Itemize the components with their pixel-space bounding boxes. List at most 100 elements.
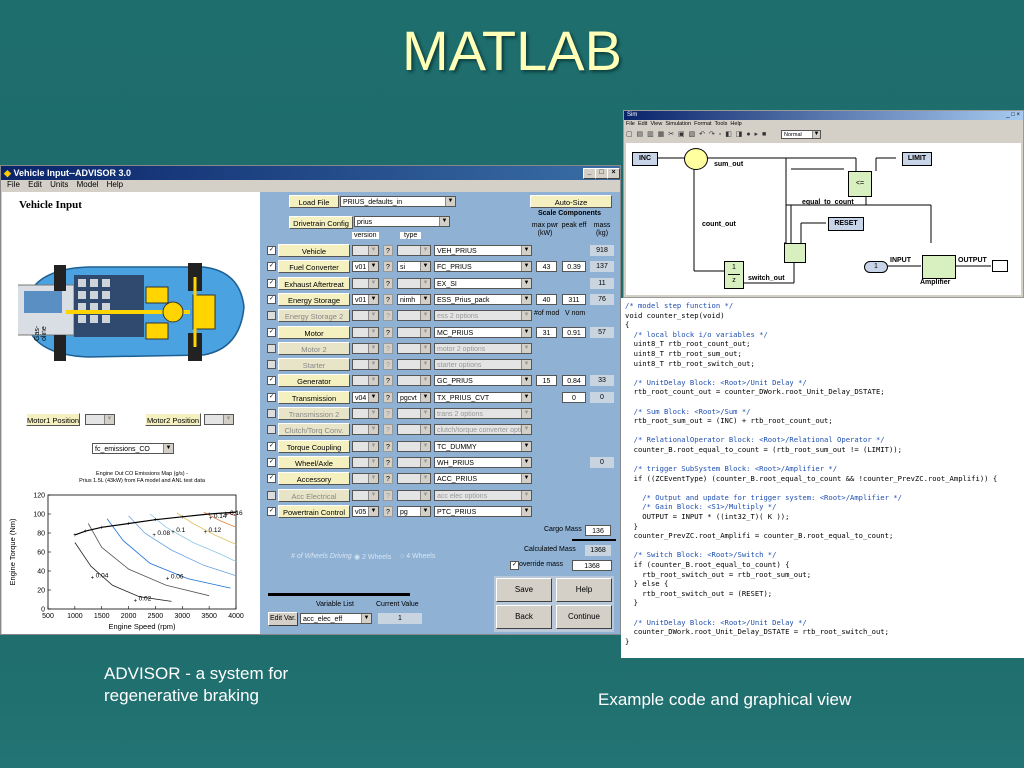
load-file-button[interactable]: Load File [289,195,339,208]
max-pwr-input[interactable]: 31 [536,327,557,338]
component-select[interactable]: MC_PRIUS▼ [434,327,532,338]
component-button[interactable]: Wheel/Axle [278,456,350,469]
unit-delay-block[interactable]: 1 z [724,261,744,289]
continue-button[interactable]: Continue [556,605,612,629]
sim-menu-simulation[interactable]: Simulation [665,121,692,127]
component-button[interactable]: Clutch/Torq Conv. [278,423,350,436]
amplifier-block[interactable] [922,255,956,279]
component-button[interactable]: Energy Storage [278,293,350,306]
component-select[interactable]: FC_PRIUS▼ [434,261,532,272]
version-select[interactable]: ▼ [352,408,379,419]
type-select[interactable]: pg▼ [397,506,431,517]
help-query-button[interactable]: ? [383,490,393,501]
help-query-button[interactable]: ? [383,473,393,484]
component-checkbox[interactable]: ✓ [267,507,276,516]
max-pwr-input[interactable]: 15 [536,375,557,386]
motor2-position-select[interactable]: ▼ [204,414,234,425]
relational-operator-block[interactable]: <= [848,171,872,197]
help-query-button[interactable]: ? [383,375,393,386]
simulation-mode-select[interactable]: Normal▼ [781,130,821,139]
help-query-button[interactable]: ? [383,327,393,338]
motor1-position-select[interactable]: ▼ [85,414,115,425]
component-select[interactable]: motor 2 options▼ [434,343,532,354]
version-select[interactable]: ▼ [352,245,379,256]
peak-eff-input[interactable]: 0.39 [562,261,586,272]
component-checkbox[interactable] [267,409,276,418]
version-select[interactable]: ▼ [352,359,379,370]
simulink-toolbar[interactable]: ▢ ▤ ▥ ▦ ✂ ▣ ▧ ↶ ↷ ▫ ◧ ◨ ● ▸ ■ [626,131,768,138]
version-select[interactable]: ▼ [352,424,379,435]
close-icon[interactable]: × [607,168,620,179]
component-checkbox[interactable]: ✓ [267,295,276,304]
component-button[interactable]: Torque Coupling [278,440,350,453]
help-query-button[interactable]: ? [383,261,393,272]
sim-menu-help[interactable]: Help [730,121,742,127]
component-button[interactable]: Powertrain Control [278,505,350,518]
version-select[interactable]: ▼ [352,473,379,484]
back-button[interactable]: Back [496,605,552,629]
menu-edit[interactable]: Edit [28,180,42,189]
type-select[interactable]: ▼ [397,473,431,484]
type-select[interactable]: ▼ [397,408,431,419]
component-button[interactable]: Energy Storage 2 [278,309,350,322]
component-checkbox[interactable] [267,491,276,500]
component-checkbox[interactable]: ✓ [267,442,276,451]
component-select[interactable]: GC_PRIUS▼ [434,375,532,386]
type-select[interactable]: pgcvt▼ [397,392,431,403]
component-select[interactable]: trans 2 options▼ [434,408,532,419]
version-select[interactable]: ▼ [352,375,379,386]
type-select[interactable]: ▼ [397,310,431,321]
menu-file[interactable]: File [7,180,20,189]
help-query-button[interactable]: ? [383,506,393,517]
sum-block[interactable] [684,148,708,170]
type-select[interactable]: ▼ [397,343,431,354]
component-button[interactable]: Acc Electrical [278,489,350,502]
type-select[interactable]: ▼ [397,490,431,501]
help-query-button[interactable]: ? [383,457,393,468]
version-select[interactable]: v01▼ [352,294,379,305]
type-select[interactable]: ▼ [397,424,431,435]
sim-menu-file[interactable]: File [626,121,635,127]
version-select[interactable]: ▼ [352,310,379,321]
component-checkbox[interactable]: ✓ [267,279,276,288]
override-mass-input[interactable]: 1368 [572,560,612,571]
sim-menu-tools[interactable]: Tools [714,121,728,127]
type-select[interactable]: ▼ [397,245,431,256]
version-select[interactable]: ▼ [352,343,379,354]
version-select[interactable]: v01▼ [352,261,379,272]
component-checkbox[interactable]: ✓ [267,458,276,467]
version-select[interactable]: ▼ [352,278,379,289]
peak-eff-input[interactable]: 0.84 [562,375,586,386]
save-button[interactable]: Save [496,578,552,602]
help-button[interactable]: Help [556,578,612,602]
motor1-position-button[interactable]: Motor1 Position [26,413,80,426]
version-select[interactable]: ▼ [352,441,379,452]
inport-block[interactable]: 1 [864,261,888,273]
component-select[interactable]: PTC_PRIUS▼ [434,506,532,517]
component-checkbox[interactable] [267,425,276,434]
menu-model[interactable]: Model [76,180,99,189]
component-select[interactable]: ESS_Prius_pack▼ [434,294,532,305]
auto-size-button[interactable]: Auto-Size [530,195,612,208]
type-select[interactable]: ▼ [397,278,431,289]
peak-eff-input[interactable]: 311 [562,294,586,305]
component-button[interactable]: Starter [278,358,350,371]
version-select[interactable]: ▼ [352,457,379,468]
component-checkbox[interactable] [267,311,276,320]
component-button[interactable]: Motor 2 [278,342,350,355]
component-select[interactable]: ACC_PRIUS▼ [434,473,532,484]
switch-block[interactable] [784,243,806,263]
component-button[interactable]: Fuel Converter [278,260,350,273]
component-checkbox[interactable]: ✓ [267,376,276,385]
component-select[interactable]: ess 2 options▼ [434,310,532,321]
outport-icon[interactable] [992,260,1008,272]
motor2-position-button[interactable]: Motor2 Position [145,413,201,426]
window-controls-icon[interactable]: _ □ × [1006,112,1020,118]
version-select[interactable]: ▼ [352,490,379,501]
component-button[interactable]: Transmission 2 [278,407,350,420]
component-button[interactable]: Motor [278,326,350,339]
component-checkbox[interactable] [267,360,276,369]
drivetrain-config-button[interactable]: Drivetrain Config [289,216,353,229]
component-select[interactable]: TX_PRIUS_CVT▼ [434,392,532,403]
peak-eff-input[interactable]: 0.91 [562,327,586,338]
